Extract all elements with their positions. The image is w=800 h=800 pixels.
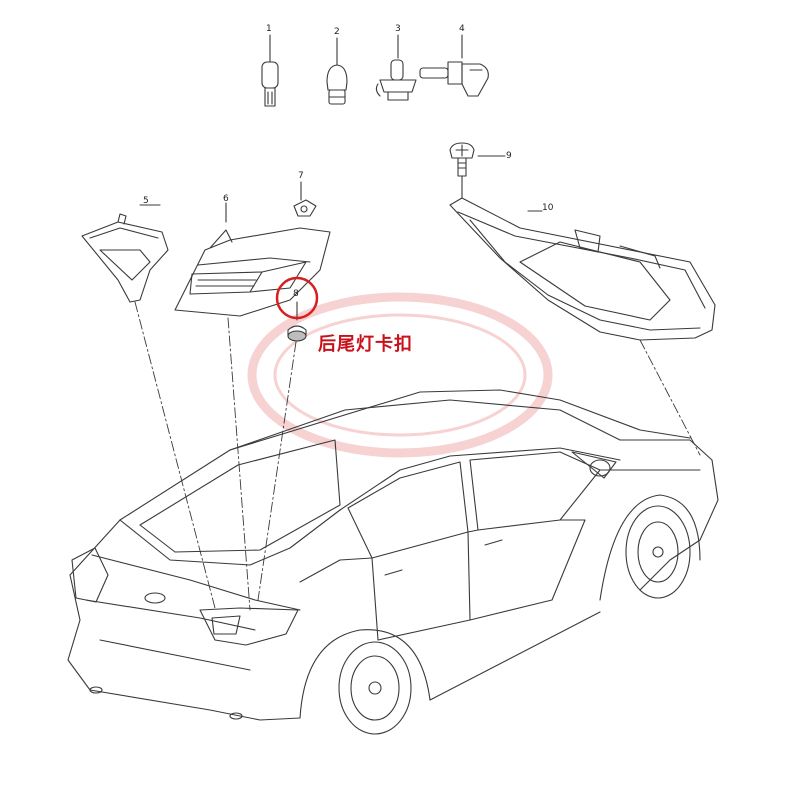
callout-9: 9 <box>506 151 512 161</box>
callout-8: 8 <box>293 289 299 299</box>
callout-6: 6 <box>223 194 229 204</box>
bulb-4-headlamp <box>419 34 489 97</box>
tail-lamp-clip-annotation: 后尾灯卡扣 <box>318 334 413 355</box>
screw-9 <box>449 142 506 177</box>
callout-2: 2 <box>334 27 340 37</box>
highlight-circle <box>275 276 319 320</box>
callout-4: 4 <box>459 24 465 34</box>
leader-lines <box>134 301 701 611</box>
inner-tail-lamp-5 <box>81 204 169 303</box>
callout-7: 7 <box>298 171 304 181</box>
brand-watermark-logo <box>247 292 553 458</box>
callout-10: 10 <box>542 203 554 213</box>
headlamp-assembly-10 <box>449 175 716 341</box>
bulb-3-socket <box>375 34 417 101</box>
outer-tail-lamp-6 <box>174 202 331 317</box>
clip-7 <box>293 181 317 217</box>
bulb-2-bayonet <box>326 37 348 105</box>
bulb-1-wedge <box>261 34 279 107</box>
callout-5: 5 <box>143 196 149 206</box>
callout-1: 1 <box>266 24 272 34</box>
sedan-car-outline <box>67 389 719 735</box>
callout-3: 3 <box>395 24 401 34</box>
